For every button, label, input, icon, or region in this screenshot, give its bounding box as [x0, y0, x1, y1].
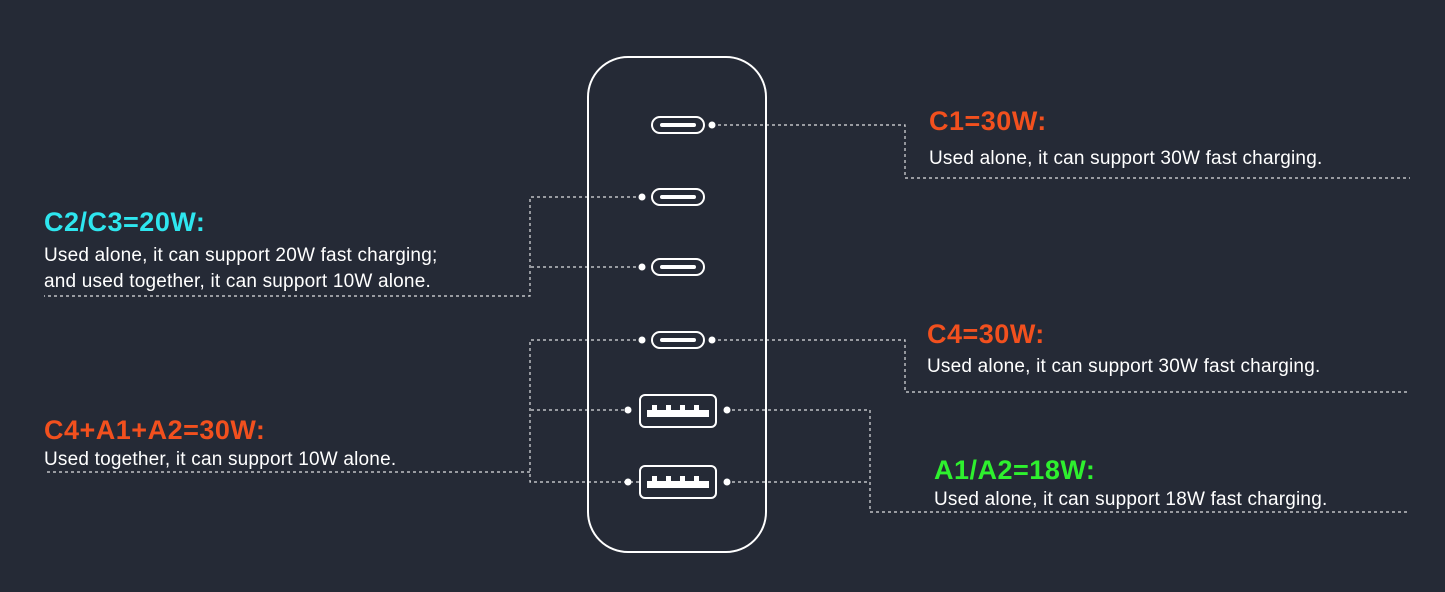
- port-a2: [639, 465, 717, 499]
- dot-a2-left: [624, 478, 632, 486]
- callout-c4a1a2: C4+A1+A2=30W: Used together, it can supp…: [44, 414, 396, 473]
- dot-c4-left: [638, 336, 646, 344]
- callout-c4-desc: Used alone, it can support 30W fast char…: [927, 356, 1321, 377]
- dot-c4-right: [708, 336, 716, 344]
- port-c2: [651, 188, 705, 206]
- connector-a1-right: [726, 409, 1410, 513]
- connector-c4-left: [529, 339, 642, 483]
- port-a1: [639, 394, 717, 428]
- port-c1: [651, 116, 705, 134]
- dot-a1-right: [723, 406, 731, 414]
- dot-a1-left: [624, 406, 632, 414]
- callout-c2c3: C2/C3=20W: Used alone, it can support 20…: [44, 206, 437, 295]
- charger-body: [587, 56, 767, 553]
- connector-c2: [44, 196, 642, 297]
- callout-c2c3-desc-line2: and used together, it can support 10W al…: [44, 271, 431, 292]
- connector-c4-right: [712, 339, 1410, 393]
- callout-c1: C1=30W: Used alone, it can support 30W f…: [929, 105, 1322, 172]
- callout-c4-title: C4=30W:: [927, 319, 1045, 349]
- dot-c2: [638, 193, 646, 201]
- port-a1-tongue: [647, 410, 709, 417]
- port-c3: [651, 258, 705, 276]
- port-c1-tongue: [660, 123, 696, 127]
- callout-c1-desc: Used alone, it can support 30W fast char…: [929, 148, 1323, 169]
- port-c4-tongue: [660, 338, 696, 342]
- dot-c3: [638, 263, 646, 271]
- callout-a1a2-desc: Used alone, it can support 18W fast char…: [934, 489, 1328, 510]
- callout-c2c3-desc-line1: Used alone, it can support 20W fast char…: [44, 245, 438, 266]
- callout-a1a2: A1/A2=18W: Used alone, it can support 18…: [934, 454, 1327, 513]
- callout-c4: C4=30W: Used alone, it can support 30W f…: [927, 318, 1320, 380]
- port-c3-tongue: [660, 265, 696, 269]
- callout-a1a2-title: A1/A2=18W:: [934, 455, 1096, 485]
- callout-c4a1a2-title: C4+A1+A2=30W:: [44, 415, 266, 445]
- callout-c1-title: C1=30W:: [929, 106, 1047, 136]
- port-a2-tongue: [647, 481, 709, 488]
- dot-a2-right: [723, 478, 731, 486]
- port-c2-tongue: [660, 195, 696, 199]
- port-c4: [651, 331, 705, 349]
- dot-c1: [708, 121, 716, 129]
- callout-c4a1a2-desc: Used together, it can support 10W alone.: [44, 449, 397, 470]
- connector-c1: [712, 124, 1410, 179]
- callout-c2c3-title: C2/C3=20W:: [44, 207, 206, 237]
